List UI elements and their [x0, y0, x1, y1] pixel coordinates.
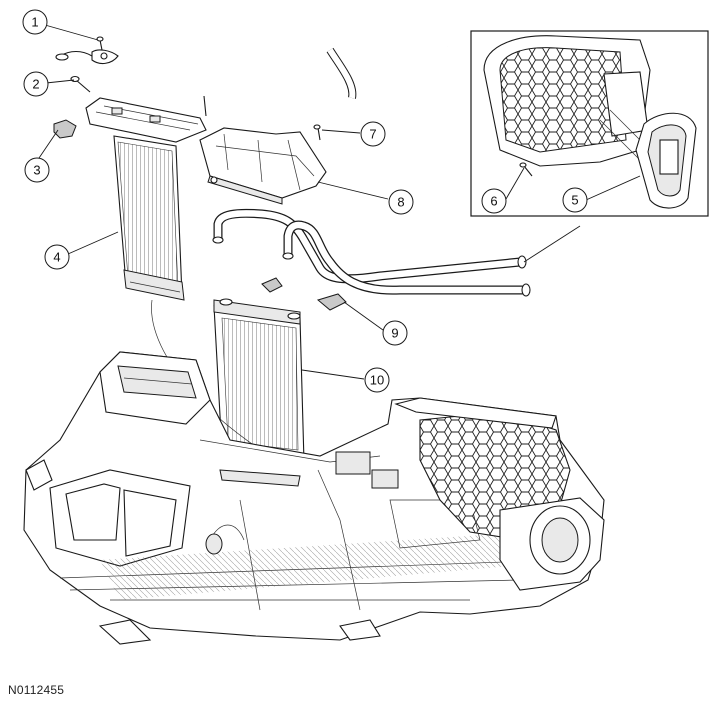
hvac-housing — [23, 351, 605, 645]
svg-text:4: 4 — [53, 250, 60, 265]
callout-6: 6 — [481, 188, 507, 214]
heater-core-cover-part-8 — [199, 127, 327, 205]
svg-text:2: 2 — [32, 77, 39, 92]
callout-5: 5 — [562, 187, 588, 213]
heater-core-tubes — [212, 208, 531, 297]
evaporator-core-assembly — [85, 97, 207, 301]
svg-text:1: 1 — [31, 15, 38, 30]
callout-9: 9 — [382, 320, 408, 346]
callout-2: 2 — [23, 71, 49, 97]
screw-part-7 — [313, 124, 321, 141]
svg-text:7: 7 — [369, 127, 376, 142]
callout-4: 4 — [44, 244, 70, 270]
callout-7: 7 — [360, 121, 386, 147]
upper-hose — [55, 39, 449, 99]
leader-lines — [36, 24, 641, 380]
svg-text:8: 8 — [397, 195, 404, 210]
svg-text:3: 3 — [33, 163, 40, 178]
svg-text:9: 9 — [391, 326, 398, 341]
clip-part-9 — [316, 293, 347, 311]
svg-text:5: 5 — [571, 193, 578, 208]
callout-3: 3 — [24, 157, 50, 183]
callout-10: 10 — [364, 367, 390, 393]
bracket-screw — [203, 95, 207, 117]
figure-id: N0112455 — [8, 683, 65, 697]
svg-text:10: 10 — [370, 373, 384, 388]
detail-inset — [470, 30, 709, 217]
callouts: 1 2 3 4 5 6 7 8 — [22, 9, 588, 393]
grommet-part-3 — [53, 119, 77, 139]
tube-clip — [261, 277, 283, 293]
screw-part-1 — [96, 36, 104, 51]
callout-1: 1 — [22, 9, 48, 35]
callout-8: 8 — [388, 189, 414, 215]
screw-part-2 — [70, 75, 91, 93]
svg-text:6: 6 — [490, 194, 497, 209]
